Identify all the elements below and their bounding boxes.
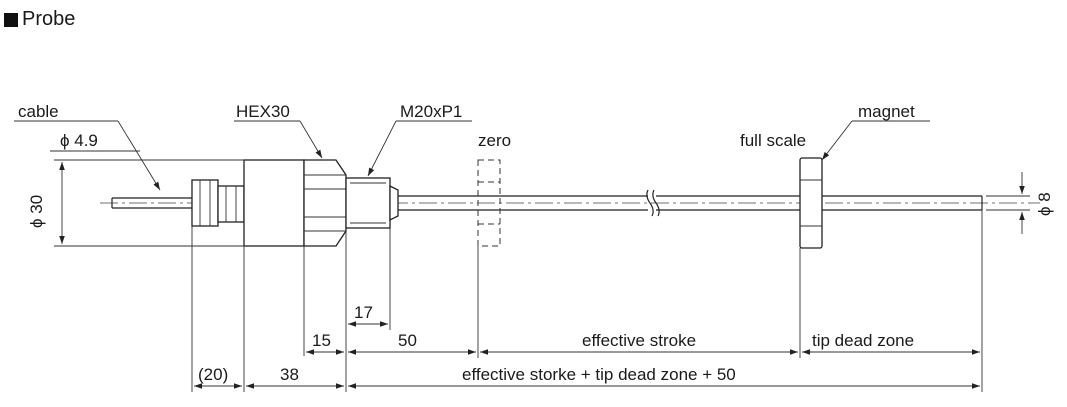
hex-nut	[303, 159, 347, 247]
bullet-square-icon	[4, 12, 18, 27]
dim-38: 38	[280, 365, 299, 384]
body-diameter-label: ϕ 30	[27, 195, 46, 228]
full-scale-label: full scale	[740, 131, 806, 150]
magnet-label: magnet	[858, 102, 915, 121]
cable-diameter-label: ϕ 4.9	[60, 131, 98, 150]
cable-gland	[191, 179, 245, 227]
dim-effective-stroke: effective stroke	[582, 331, 696, 350]
dim-total: effective storke + tip dead zone + 50	[462, 365, 736, 384]
dim-17: 17	[354, 303, 373, 322]
thread-section	[345, 177, 399, 229]
section-title: Probe	[22, 8, 76, 30]
dim-15: 15	[312, 331, 331, 350]
thread-label: M20xP1	[400, 102, 462, 121]
section-heading: Probe	[4, 8, 75, 31]
probe-rod	[398, 189, 983, 217]
magnet-shape	[799, 157, 823, 249]
rod-diameter-label: ϕ 8	[1035, 192, 1054, 216]
hex-label: HEX30	[236, 102, 290, 121]
cable-shape	[111, 197, 192, 209]
probe-body	[243, 159, 305, 247]
dim-tip-dead-zone: tip dead zone	[812, 331, 914, 350]
zero-magnet-outline	[477, 159, 501, 247]
cable-label: cable	[18, 102, 59, 121]
zero-label: zero	[478, 131, 511, 150]
dim-50: 50	[398, 331, 417, 350]
dim-20: (20)	[198, 365, 228, 384]
